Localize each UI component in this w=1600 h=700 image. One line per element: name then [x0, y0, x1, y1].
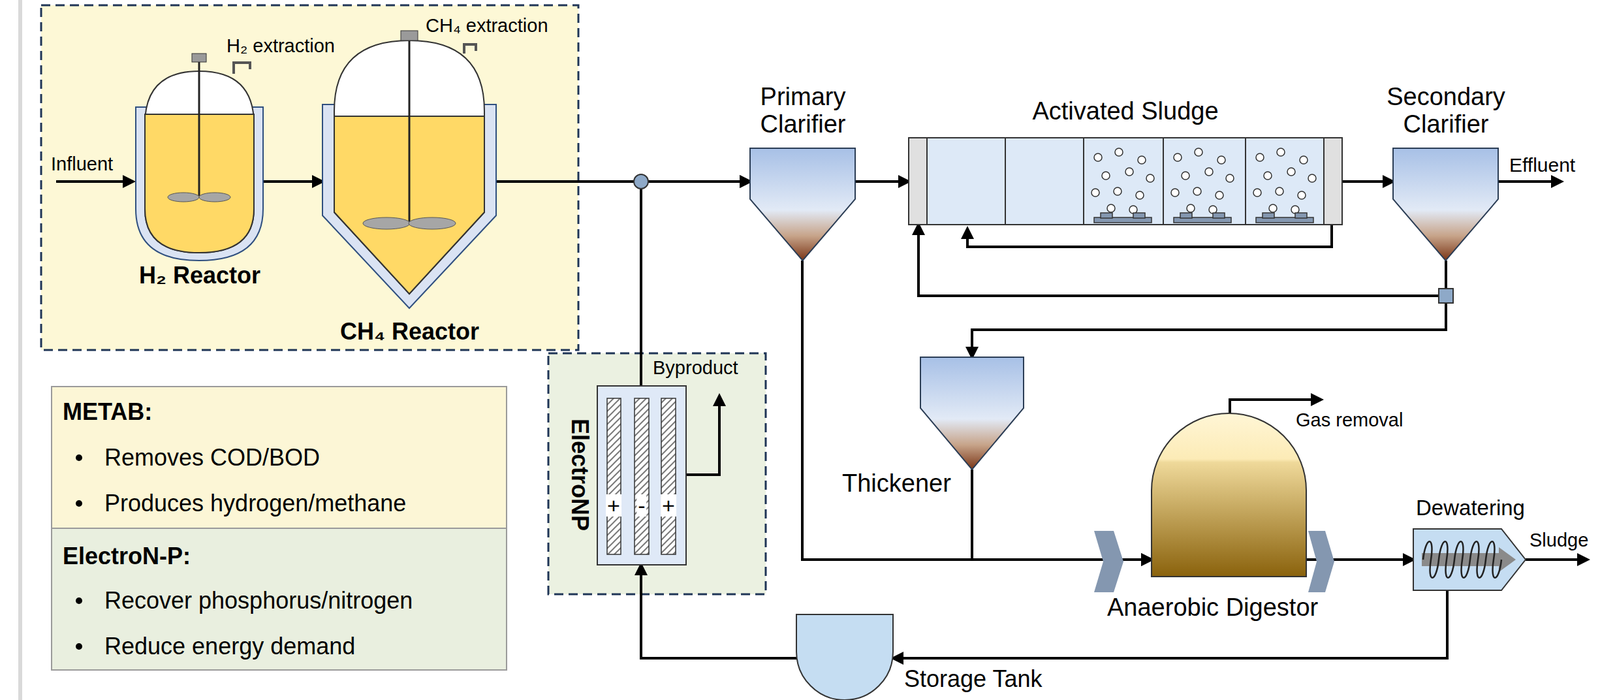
pump-chevron	[1308, 530, 1335, 593]
unit-label: Thickener	[842, 470, 952, 498]
stream-label: Gas removal	[1295, 409, 1403, 431]
electronp-region	[548, 353, 766, 595]
legend-box: METAB: Removes COD/BOD Produces hydrogen/m…	[50, 385, 508, 529]
legend-box: ElectroN-P: Recover phosphorus/nitrogenRe…	[50, 527, 508, 671]
page-edge-bar	[18, 0, 23, 700]
unit-label: Activated Sludge	[1032, 97, 1219, 126]
process-unit: Primary Clarifier	[729, 83, 877, 264]
bullet-dot	[75, 643, 83, 650]
flow-line	[972, 260, 1446, 358]
clarifier-tank	[920, 357, 1024, 470]
stream-label: Byproduct	[652, 357, 739, 379]
metab-region	[41, 5, 579, 350]
unit-label: ElectroNP	[566, 418, 593, 531]
flow-line	[641, 564, 797, 659]
unit-label: H₂ Reactor	[139, 262, 261, 289]
unit-label: ElectroN-P:	[62, 543, 191, 570]
pump-chevron	[1094, 530, 1124, 593]
flow-line	[855, 180, 909, 183]
flow-line	[918, 224, 1446, 296]
electrode-sign: -	[636, 494, 647, 517]
bullet-dot	[75, 500, 83, 507]
unit-shape	[121, 65, 279, 288]
flow-line	[1342, 180, 1394, 183]
flow-line	[893, 590, 1448, 659]
process-unit: Storage Tank	[793, 610, 1081, 700]
stream-label: Effluent	[1509, 154, 1576, 176]
process-unit: Anaerobic Digestor	[1103, 404, 1319, 627]
unit-label: METAB:	[62, 398, 153, 425]
flow-line	[263, 180, 323, 183]
process-unit: ElectroNP	[554, 381, 692, 572]
process-unit: CH₄ Reactor	[313, 26, 506, 348]
process-unit: H₂ Reactor	[121, 65, 279, 288]
electrode-sign: +	[605, 494, 622, 517]
bullet-dot	[75, 454, 83, 461]
bullet-text: Reduce energy demand	[104, 633, 356, 660]
process-unit: Secondary Clarifier	[1373, 83, 1519, 264]
unit-label: Storage Tank	[904, 665, 1042, 692]
flow-line	[802, 260, 1152, 560]
process-unit: Dewatering	[1410, 496, 1531, 595]
unit-label: CH₄ Reactor	[340, 318, 480, 345]
flow-line	[641, 181, 751, 386]
electrode-sign: +	[660, 494, 677, 517]
unit-shape	[1103, 404, 1319, 627]
clarifier-tank	[750, 148, 856, 261]
unit-label: Anaerobic Digestor	[1107, 594, 1318, 622]
process-unit: Activated Sludge	[908, 97, 1343, 226]
bullet-text: Recover phosphorus/nitrogen	[104, 587, 413, 614]
bullet-text: Removes COD/BOD	[104, 444, 320, 471]
stream-label: H₂ extraction	[226, 35, 335, 57]
bullet-dot	[75, 597, 83, 604]
stream-label: Influent	[50, 154, 113, 175]
stream-label: CH₄ extraction	[425, 15, 549, 37]
unit-shape	[313, 26, 506, 348]
splitter-box	[1438, 288, 1454, 303]
unit-label: Secondary Clarifier	[1373, 83, 1519, 139]
unit-label: Dewatering	[1415, 496, 1525, 520]
junction-dot	[633, 174, 649, 189]
unit-label: Primary Clarifier	[729, 83, 877, 139]
process-unit: Thickener	[835, 352, 1029, 500]
clarifier-tank	[1393, 148, 1499, 261]
bullet-text: Produces hydrogen/methane	[104, 490, 407, 517]
flow-line	[972, 469, 1152, 560]
stream-label: Sludge	[1529, 530, 1589, 551]
